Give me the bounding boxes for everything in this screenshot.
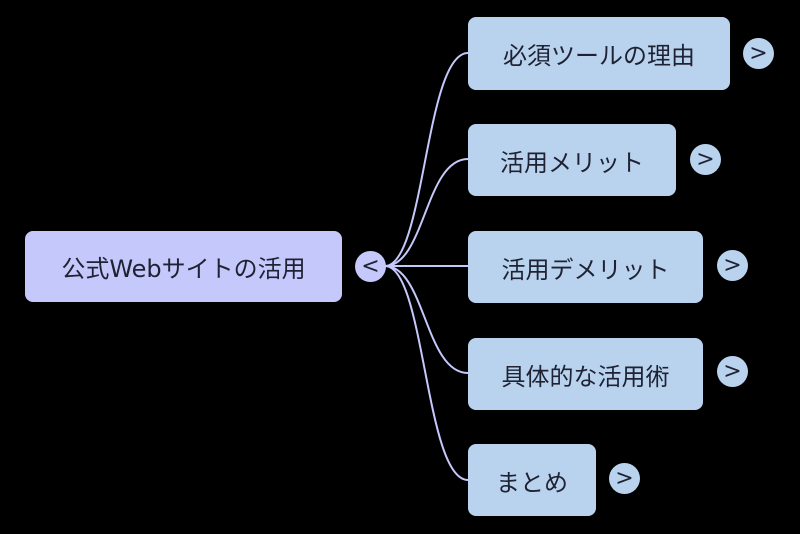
branch-node-4-label: 具体的な活用術 <box>501 362 670 391</box>
root-collapse-toggle[interactable]: < <box>355 251 386 282</box>
branch-1-expand-toggle[interactable]: > <box>743 38 774 69</box>
connector-line-4 <box>384 265 469 374</box>
branch-5-expand-toggle[interactable]: > <box>609 463 640 494</box>
branch-2-expand-toggle[interactable]: > <box>690 144 721 175</box>
connector-line-1 <box>384 52 469 267</box>
branch-node-3[interactable]: 活用デメリット <box>468 231 703 303</box>
branch-node-2[interactable]: 活用メリット <box>468 124 676 196</box>
branch-3-expand-toggle[interactable]: > <box>717 250 748 281</box>
branch-node-2-label: 活用メリット <box>500 148 644 177</box>
branch-node-3-label: 活用デメリット <box>501 255 670 284</box>
branch-4-expand-toggle[interactable]: > <box>717 356 748 387</box>
branch-node-5[interactable]: まとめ <box>468 444 596 516</box>
root-node-label: 公式Webサイトの活用 <box>61 255 306 283</box>
connector-line-2 <box>384 158 469 267</box>
branch-node-5-label: まとめ <box>496 468 568 497</box>
branch-node-4[interactable]: 具体的な活用術 <box>468 338 703 410</box>
root-node[interactable]: 公式Webサイトの活用 <box>25 231 342 302</box>
branch-node-1-label: 必須ツールの理由 <box>503 42 695 70</box>
branch-node-1[interactable]: 必須ツールの理由 <box>468 17 730 90</box>
connector-line-5 <box>384 265 469 481</box>
